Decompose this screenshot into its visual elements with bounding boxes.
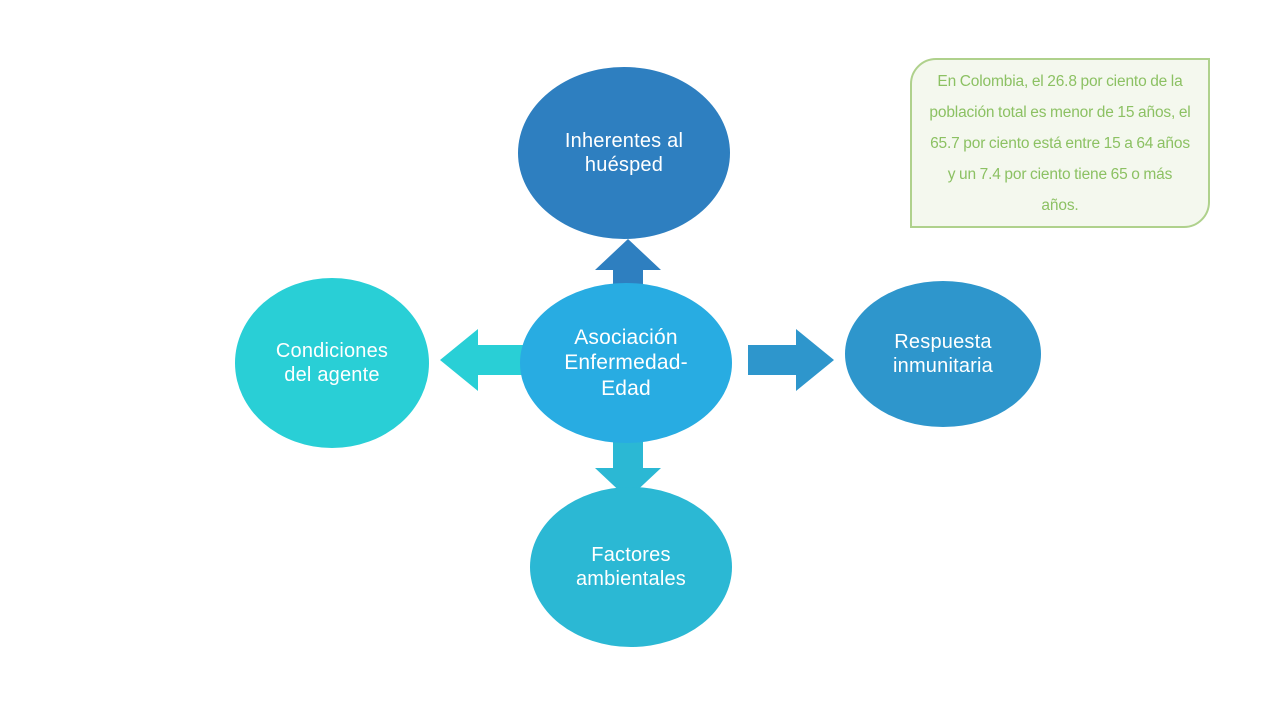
node-label: Respuesta inmunitaria	[892, 330, 994, 377]
arrow-up-icon	[595, 239, 661, 301]
node-label: Inherentes al huésped	[564, 129, 684, 176]
node-respuesta-inmunitaria[interactable]: Respuesta inmunitaria	[845, 281, 1041, 427]
statistics-callout-text: En Colombia, el 26.8 por ciento de la po…	[929, 72, 1191, 214]
node-asociacion-enfermedad-edad[interactable]: Asociación Enfermedad- Edad	[520, 283, 732, 443]
node-inherentes-al-huesped[interactable]: Inherentes al huésped	[518, 67, 730, 239]
arrow-down-icon	[595, 437, 661, 499]
node-label: Condiciones del agente	[275, 339, 389, 386]
arrow-left-icon	[440, 329, 526, 391]
node-label: Asociación Enfermedad- Edad	[564, 325, 688, 400]
node-factores-ambientales[interactable]: Factores ambientales	[530, 487, 732, 647]
node-condiciones-del-agente[interactable]: Condiciones del agente	[235, 278, 429, 448]
node-label: Factores ambientales	[575, 543, 687, 590]
statistics-callout-box: En Colombia, el 26.8 por ciento de la po…	[910, 58, 1210, 228]
arrow-right-icon	[748, 329, 834, 391]
